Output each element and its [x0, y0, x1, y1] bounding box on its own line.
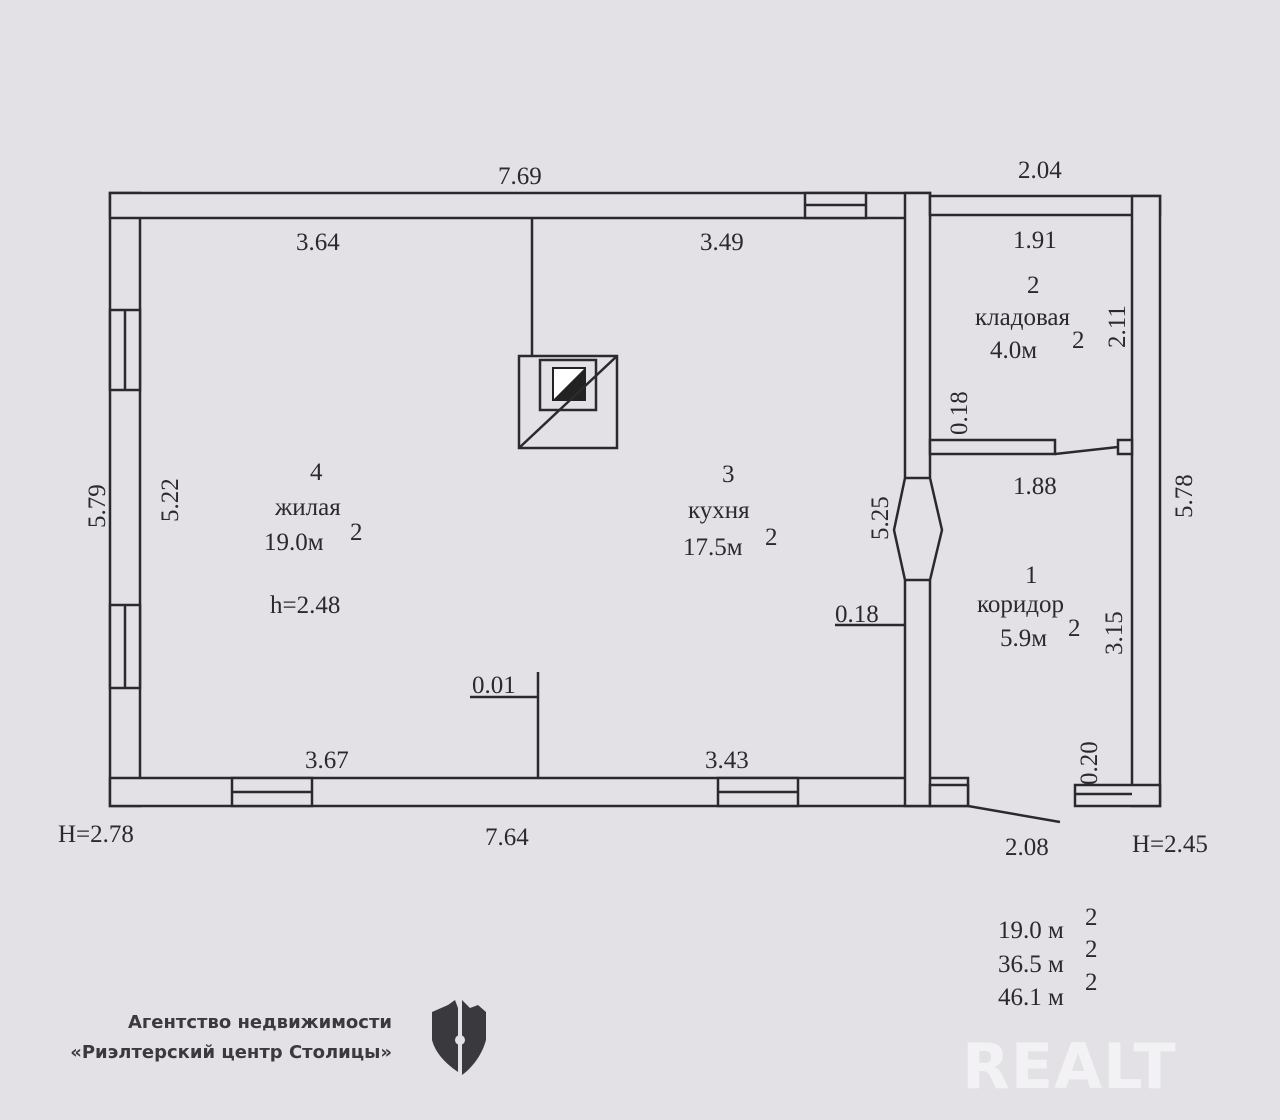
agency-line-2: «Риэлтерский центр Столицы»	[70, 1042, 392, 1063]
room-3: 3 кухня 17.5м 2	[683, 461, 778, 561]
shield-logo-icon	[432, 1000, 486, 1075]
room-number: 1	[1025, 562, 1038, 589]
room-area-sup: 2	[1068, 615, 1081, 642]
total-living: 19.0 м	[998, 917, 1064, 944]
total-living-sup: 2	[1085, 904, 1098, 931]
total-overall-sup: 2	[1085, 969, 1098, 996]
dim-partition: 5.25	[867, 496, 894, 540]
height-right: H=2.45	[1132, 831, 1208, 858]
room-area-sup: 2	[350, 519, 363, 546]
dim-storage-height: 2.11	[1104, 305, 1131, 348]
dim-top-main: 7.69	[498, 163, 542, 190]
room-name: коридор	[977, 591, 1064, 618]
room-area: 17.5м	[683, 534, 743, 561]
room-height: h=2.48	[270, 592, 340, 619]
room-area: 5.9м	[1000, 625, 1047, 652]
dim-bottom-main: 7.64	[485, 824, 529, 851]
room-area-sup: 2	[1072, 327, 1085, 354]
room-number: 4	[310, 459, 323, 486]
room-name: жилая	[274, 494, 341, 521]
room-number: 3	[722, 461, 735, 488]
dim-left-inner: 5.22	[157, 478, 184, 522]
room-number: 2	[1027, 272, 1040, 299]
dim-corridor-width: 1.88	[1013, 473, 1057, 500]
room-area-sup: 2	[765, 524, 778, 551]
room-area: 19.0м	[264, 529, 324, 556]
dim-wall-small: 0.01	[472, 672, 516, 699]
dim-bottom-annex: 2.08	[1005, 834, 1049, 861]
total-overall: 46.1 м	[998, 984, 1064, 1011]
dim-storage-width: 1.91	[1013, 227, 1057, 254]
dim-bottom-left: 3.67	[305, 747, 349, 774]
height-left: H=2.78	[58, 821, 134, 848]
agency-line-1: Агентство недвижимости	[127, 1012, 392, 1033]
doors	[892, 445, 1119, 824]
total-usable: 36.5 м	[998, 951, 1064, 978]
room-area: 4.0м	[990, 337, 1037, 364]
dim-top-annex: 2.04	[1018, 157, 1062, 184]
room-4: 4 жилая 19.0м 2	[264, 459, 363, 556]
windows	[108, 191, 868, 808]
realt-watermark: REALT	[962, 1030, 1177, 1103]
dim-left: 5.79	[84, 484, 111, 528]
room-name: кухня	[688, 497, 750, 524]
room-name: кладовая	[975, 304, 1071, 331]
dim-right: 5.78	[1171, 474, 1198, 518]
total-usable-sup: 2	[1085, 936, 1098, 963]
agency-watermark: Агентство недвижимости «Риэлтерский цент…	[52, 1008, 392, 1068]
room-1: 1 коридор 5.9м 2	[977, 562, 1081, 652]
walls	[108, 191, 1162, 808]
dim-top-right: 3.49	[700, 229, 744, 256]
dim-bottom-right: 3.43	[705, 747, 749, 774]
dim-corridor-wall: 0.20	[1076, 741, 1103, 785]
dim-partition-thickness: 0.18	[835, 601, 879, 628]
room-2: 2 кладовая 4.0м 2	[975, 272, 1085, 364]
dim-storage-wall: 0.18	[946, 391, 973, 435]
area-totals: 19.0 м 2 36.5 м 2 46.1 м 2	[998, 904, 1098, 1011]
dim-corridor-height: 3.15	[1101, 611, 1128, 655]
chimney	[470, 218, 1132, 796]
dim-top-left: 3.64	[296, 229, 340, 256]
